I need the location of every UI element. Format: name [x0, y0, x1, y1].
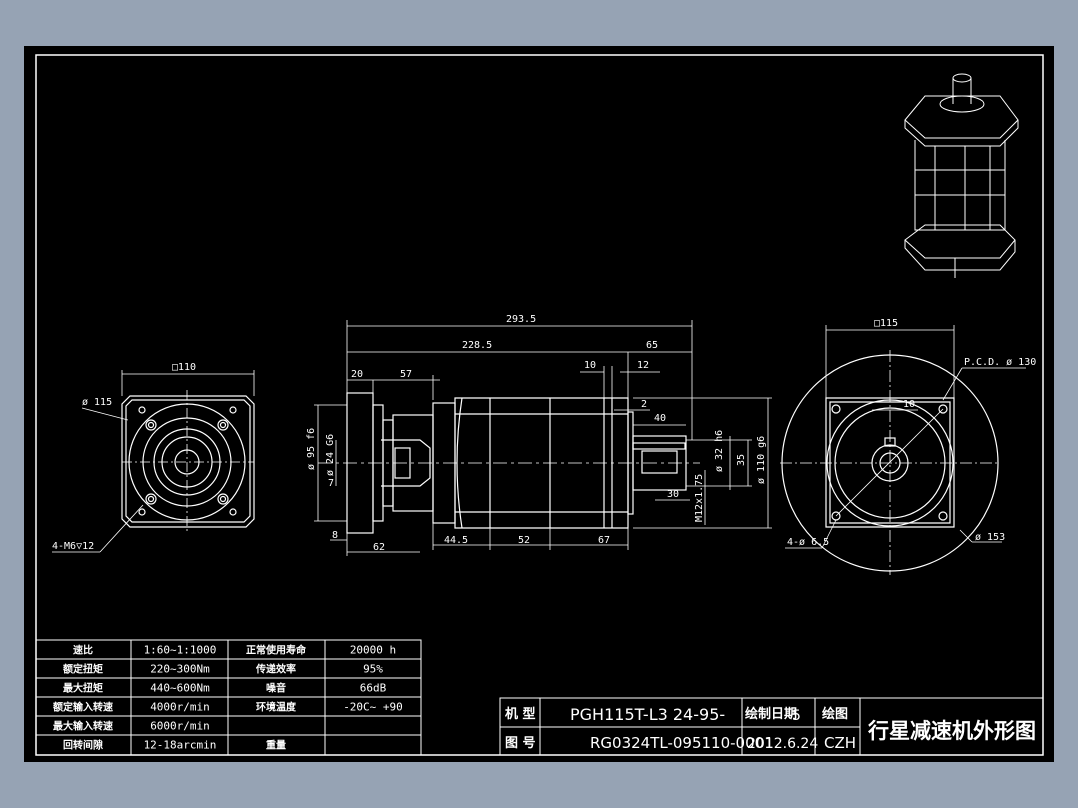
- dim-dia-32: ø 32 h6: [714, 430, 725, 472]
- drawer-name: CZH: [824, 734, 856, 752]
- drawer-label: 绘图: [822, 706, 848, 722]
- spec-cell-r2-c1: 440~600Nm: [150, 682, 210, 695]
- spec-cell-r0-c0: 速比: [73, 644, 93, 657]
- dim-20: 20: [351, 369, 363, 380]
- dim-293-5: 293.5: [506, 314, 536, 325]
- spec-table-cells: 速比 1:60~1:1000 正常使用寿命 20000 h 额定扭矩 220~300Nm 传…: [53, 644, 403, 752]
- dim-2: 2: [641, 399, 647, 410]
- model-value: PGH115T-L3 24-95-: [570, 705, 725, 724]
- dim-65: 65: [646, 340, 658, 351]
- spec-cell-r2-c0: 最大扭矩: [63, 682, 103, 695]
- title-block: [499, 697, 1044, 756]
- drawing-date: 2012.6.24: [747, 736, 818, 752]
- dim-57: 57: [400, 369, 412, 380]
- date-label: 绘制日期: [745, 706, 797, 722]
- spec-cell-r1-c2: 传递效率: [255, 663, 296, 676]
- dim-62: 62: [373, 542, 385, 553]
- dim-67: 67: [598, 535, 610, 546]
- spec-cell-r0-c3: 20000 h: [350, 644, 396, 657]
- dim-52: 52: [518, 535, 530, 546]
- date-num: 5: [792, 708, 801, 724]
- rear-view: [780, 325, 1026, 575]
- spec-cell-r3-c0: 额定输入转速: [53, 701, 113, 714]
- dim-7: 7: [328, 478, 334, 489]
- dim-dia-24: ø 24 G6: [325, 434, 336, 476]
- spec-cell-r1-c0: 额定扭矩: [63, 663, 103, 676]
- dim-12: 12: [637, 360, 649, 371]
- rear-square-dim: □115: [874, 318, 898, 329]
- front-view: [52, 370, 255, 553]
- dim-10: 10: [584, 360, 596, 371]
- front-square-dim: □110: [172, 362, 196, 373]
- drawing-label: 图 号: [505, 736, 536, 751]
- rear-holes-dim: 4-ø 6.5: [787, 537, 829, 548]
- dim-dia-110: ø 110 g6: [756, 436, 767, 484]
- dim-228-5: 228.5: [462, 340, 492, 351]
- model-label: 机 型: [505, 706, 536, 722]
- spec-cell-r3-c2: 环境温度: [256, 701, 297, 714]
- spec-cell-r4-c1: 6000r/min: [150, 720, 210, 733]
- spec-cell-r5-c1: 12-18arcmin: [144, 739, 217, 752]
- dim-30: 30: [667, 489, 679, 500]
- spec-cell-r0-c2: 正常使用寿命: [246, 644, 307, 657]
- spec-cell-r4-c0: 最大输入转速: [53, 720, 113, 733]
- rear-pcd-dim: P.C.D. ø 130: [964, 357, 1036, 368]
- spec-cell-r3-c1: 4000r/min: [150, 701, 210, 714]
- spec-cell-r2-c3: 66dB: [360, 682, 387, 695]
- drawing-title: 行星减速机外形图: [867, 719, 1036, 743]
- spec-cell-r3-c3: -20C~ +90: [343, 701, 403, 714]
- isometric-view: [904, 73, 1019, 278]
- spec-cell-r1-c1: 220~300Nm: [150, 663, 210, 676]
- dim-8: 8: [332, 530, 338, 541]
- dim-35: 35: [736, 454, 747, 466]
- dim-40: 40: [654, 413, 666, 424]
- rear-keyway-dim: 10: [903, 399, 915, 410]
- spec-cell-r1-c3: 95%: [363, 663, 383, 676]
- dim-dia-95: ø 95 f6: [306, 428, 317, 470]
- front-holes-dim: 4-M6▽12: [52, 541, 94, 552]
- spec-table: [35, 639, 422, 756]
- drawing-area: [24, 46, 1054, 762]
- dim-44-5: 44.5: [444, 535, 468, 546]
- front-pcd-dim: ø 115: [82, 397, 112, 408]
- side-view: [314, 320, 772, 556]
- spec-cell-r5-c0: 回转间隙: [63, 739, 103, 752]
- spec-cell-r5-c2: 重量: [266, 739, 286, 752]
- dim-thread: M12x1.75: [694, 474, 705, 522]
- spec-cell-r0-c1: 1:60~1:1000: [144, 644, 217, 657]
- rear-outer-dim: ø 153: [975, 532, 1005, 543]
- drawing-number: RG0324TL-095110-0001: [590, 734, 774, 752]
- spec-cell-r2-c2: 噪音: [266, 682, 286, 695]
